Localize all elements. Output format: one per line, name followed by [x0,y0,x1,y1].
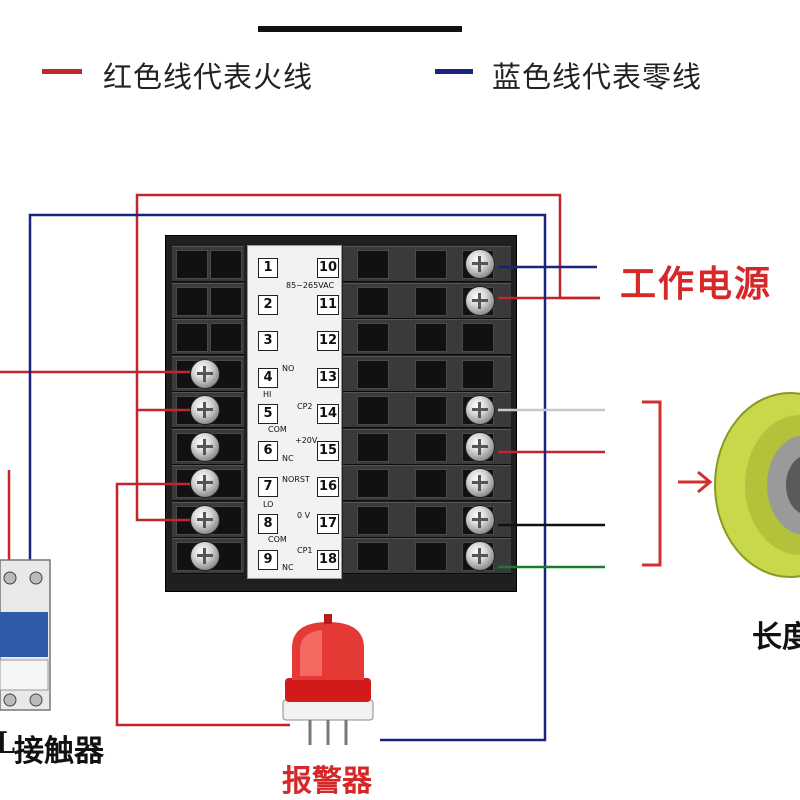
left-terminal-screw[interactable] [190,395,220,425]
terminal-cell [415,505,447,535]
terminal-cell [415,396,447,425]
right-terminal-row [343,319,511,355]
terminal-number-left: 5 [258,404,278,424]
terminal-cell [357,542,389,571]
right-terminal-screw[interactable] [465,468,495,498]
terminal-cell [176,250,208,279]
right-terminal-screw[interactable] [465,504,495,535]
terminal-number-right: 13 [317,367,339,388]
power-supply-label: 工作电源 [620,263,773,305]
terminal-number-left: 7 [258,477,278,497]
terminal-number-right: 15 [317,440,339,461]
hot-wire-8 [135,410,190,522]
terminal-cell [357,469,389,498]
alarm-label: 报警器 [282,764,372,799]
terminal-number-right: 14 [317,404,339,424]
neutral-wire-power [28,213,597,568]
terminal-cell [176,286,208,316]
terminal-number-left: 9 [258,550,278,570]
lo-label: LO [263,500,274,509]
left-terminal-screw[interactable] [190,358,220,389]
cp1-label: CP1 [297,546,313,555]
left-terminal-screw[interactable] [190,504,220,535]
legend-red-line [42,69,82,74]
terminal-cell [210,286,242,316]
hot-wire-alarm [115,482,290,727]
terminal-cell [415,250,447,279]
terminal-cell [176,323,208,352]
left-terminal-row [172,282,244,319]
hot-wire-power-loop [135,193,600,412]
terminal-cell [357,432,389,462]
terminal-number-left: 4 [258,367,278,388]
terminal-cell [415,323,447,352]
supply-voltage-label: 85~265VAC [286,281,335,290]
left-terminal-screw[interactable] [190,541,220,571]
terminal-cell [415,286,447,316]
legend-red-text: 红色线代表火线 [103,60,314,94]
terminal-cell [415,542,447,571]
contactor-label-prefix: L [0,726,16,761]
left-terminal-row [172,246,244,282]
terminal-number-left: 3 [258,331,278,351]
contactor-device [0,559,51,711]
terminal-cell [210,250,242,279]
v20-label: +20V [295,436,318,445]
terminal-number-left: 6 [258,440,278,461]
right-terminal-screw[interactable] [465,431,495,462]
cp2-label: CP2 [297,402,313,411]
terminal-cell [415,469,447,498]
terminal-cell [415,359,447,389]
length-encoder-wheel [714,392,800,578]
terminal-cell [357,250,389,279]
terminal-cell [462,359,494,389]
com-label-bottom: COM [268,535,287,544]
terminal-cell [210,323,242,352]
terminal-number-right: 10 [317,258,339,278]
terminal-cell [462,323,494,352]
right-terminal-screw[interactable] [465,249,495,279]
terminal-cell [357,396,389,425]
right-terminal-screw[interactable] [465,285,495,316]
terminal-cell [357,286,389,316]
terminal-number-right: 18 [317,550,339,570]
terminal-number-left: 8 [258,513,278,534]
terminal-number-left: 1 [258,258,278,278]
terminal-number-right: 17 [317,513,339,534]
terminal-number-right: 16 [317,477,339,497]
right-terminal-screw[interactable] [465,395,495,425]
legend-blue-line [435,69,473,74]
right-terminal-screw[interactable] [465,541,495,571]
header-divider [258,26,462,32]
contactor-label: 接触器 [14,734,104,769]
nc-label-bottom: NC [282,563,294,572]
left-terminal-screw[interactable] [190,431,220,462]
v0-label: 0 V [297,511,311,520]
neutral-wire-alarm [380,267,547,742]
terminal-cell [357,359,389,389]
com-label-top: COM [268,425,287,434]
right-terminal-row [343,355,511,392]
left-terminal-row [172,319,244,355]
legend-blue-text: 蓝色线代表零线 [492,60,703,94]
terminal-number-left: 2 [258,294,278,315]
no-label-top: NO [282,364,295,373]
neutral-wires [28,213,597,742]
nc-label-top: NC [282,454,294,463]
hi-label: HI [263,390,272,399]
terminal-cell [415,432,447,462]
no-rst-label: NORST [282,475,310,484]
left-terminal-screw[interactable] [190,468,220,498]
terminal-cell [357,323,389,352]
terminal-number-right: 11 [317,294,339,315]
terminal-number-right: 12 [317,331,339,351]
encoder-arrow-head [697,470,713,494]
encoder-label: 长度 [752,620,800,655]
alarm-beacon [282,614,374,745]
terminal-cell [357,505,389,535]
encoder-bracket [642,400,662,567]
